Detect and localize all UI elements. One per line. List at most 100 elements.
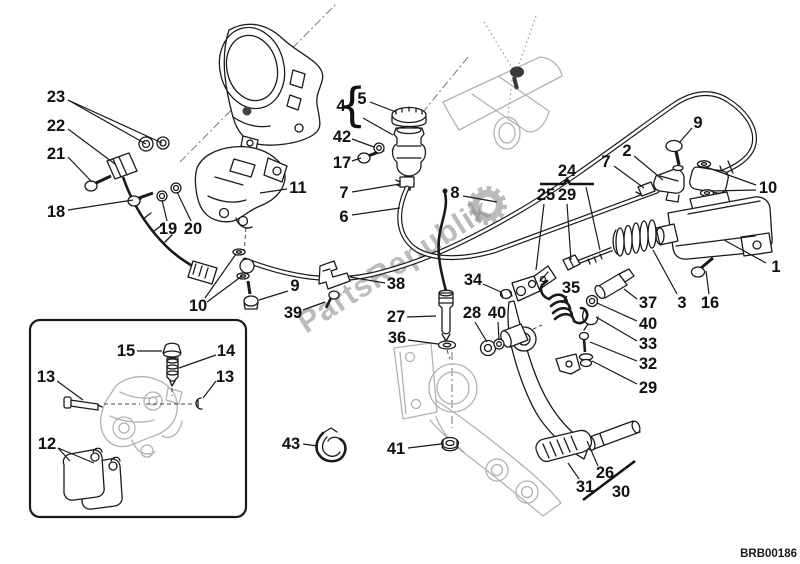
banjo-fitting-right-art: [665, 139, 729, 197]
part-label-16: 16: [701, 294, 719, 312]
leader-line-12: [57, 447, 71, 462]
brake-pads-art: [62, 447, 123, 510]
leader-line-33: [595, 316, 638, 342]
master-cylinder-art: [528, 191, 773, 290]
leader-line-23: [67, 99, 147, 145]
part-label-7: 7: [339, 184, 348, 202]
part-label-25: 25: [537, 186, 555, 204]
assembly-brace-4: {: [337, 78, 366, 132]
part-label-27: 27: [387, 308, 405, 326]
part-label-7: 7: [601, 153, 610, 171]
leader-line-18: [67, 199, 134, 211]
leader-line-23: [67, 99, 163, 144]
part-label-32: 32: [639, 355, 657, 373]
part-label-3: 3: [677, 294, 686, 312]
leader-line-22: [67, 128, 116, 165]
leader-line-10: [206, 275, 243, 303]
leader-line-31: [567, 462, 580, 480]
leader-line-40: [596, 302, 638, 322]
banjo-fitting-left-art: [232, 248, 259, 310]
leader-line-38: [349, 276, 386, 284]
speed-sensor-art: [84, 136, 218, 285]
leader-line-13: [56, 380, 84, 401]
part-label-22: 22: [47, 117, 65, 135]
part-label-10: 10: [759, 179, 777, 197]
part-label-20: 20: [184, 220, 202, 238]
leader-line-2: [633, 155, 664, 181]
part-label-24: 24: [558, 162, 577, 180]
wire-clip-art: [315, 427, 347, 463]
wheel-sensor-art: [437, 188, 457, 350]
flange-nut-art: [440, 436, 460, 452]
leader-line-26: [586, 440, 599, 467]
pedal-rubber-art: [535, 429, 593, 463]
leader-line-8: [462, 195, 498, 203]
part-label-13: 13: [37, 368, 55, 386]
part-label-41: 41: [387, 440, 405, 458]
leader-line-19: [161, 199, 168, 222]
pad-pin-art: [63, 396, 103, 411]
leader-line-17: [351, 157, 362, 162]
part-label-29: 29: [558, 186, 576, 204]
leader-line-25: [535, 203, 545, 271]
fluid-reservoir-art: [391, 106, 427, 191]
part-label-42: 42: [333, 128, 351, 146]
part-label-23: 23: [47, 88, 65, 106]
part-label-11: 11: [289, 179, 306, 197]
leader-line-9: [678, 127, 693, 144]
swingarm-ghost: [393, 342, 562, 517]
assembly-bracket-30: [582, 459, 636, 502]
leader-line-16: [705, 270, 710, 295]
leader-line-13: [202, 380, 217, 399]
part-label-28: 28: [463, 304, 481, 322]
leader-line-14: [178, 354, 217, 369]
leader-line-11: [259, 188, 288, 194]
leader-line-34: [482, 283, 502, 293]
part-label-29: 29: [639, 379, 657, 397]
leader-line-41: [407, 443, 442, 449]
part-label-4: 4: [336, 97, 346, 115]
leader-line-39: [302, 301, 326, 311]
part-label-38: 38: [387, 275, 405, 293]
hose-clamp-bracket-art: [318, 260, 351, 309]
sprocket-cover-art: [218, 23, 324, 151]
leader-line-42: [351, 138, 375, 148]
caliper-ghost-art: [100, 376, 183, 458]
part-label-12: 12: [38, 435, 56, 453]
part-label-34: 34: [464, 271, 483, 289]
leader-line-6: [351, 207, 401, 216]
part-label-35: 35: [562, 279, 580, 297]
part-label-40: 40: [639, 315, 657, 333]
leader-line-35: [561, 295, 568, 304]
part-label-9: 9: [693, 114, 702, 132]
part-label-19: 19: [159, 220, 177, 238]
part-label-2: 2: [622, 142, 631, 160]
part-label-5: 5: [357, 90, 366, 108]
leader-line-10: [709, 189, 757, 192]
part-label-14: 14: [217, 342, 236, 360]
frame-section-ghost: [442, 15, 563, 150]
leader-line-43: [302, 443, 319, 447]
leader-line-29: [591, 360, 638, 385]
leader-line-10: [204, 253, 237, 299]
pad-pin-clip-art: [195, 397, 203, 410]
leader-line-27: [406, 315, 437, 318]
part-label-13: 13: [216, 368, 234, 386]
part-label-18: 18: [47, 203, 65, 221]
part-label-33: 33: [639, 335, 657, 353]
assembly-bracket-24: [540, 176, 594, 186]
part-label-10: 10: [189, 297, 207, 315]
part-label-43: 43: [282, 435, 300, 453]
part-label-6: 6: [339, 208, 348, 226]
leader-line-5: [369, 101, 397, 113]
bleed-valve-art: [166, 357, 179, 387]
bleed-valve-cap-art: [162, 342, 182, 358]
leader-line-3: [652, 249, 678, 295]
part-label-1: 1: [771, 258, 780, 276]
leader-line-29: [566, 203, 572, 261]
part-label-39: 39: [284, 304, 302, 322]
part-label-9: 9: [290, 277, 299, 295]
leader-line-10: [705, 166, 757, 186]
